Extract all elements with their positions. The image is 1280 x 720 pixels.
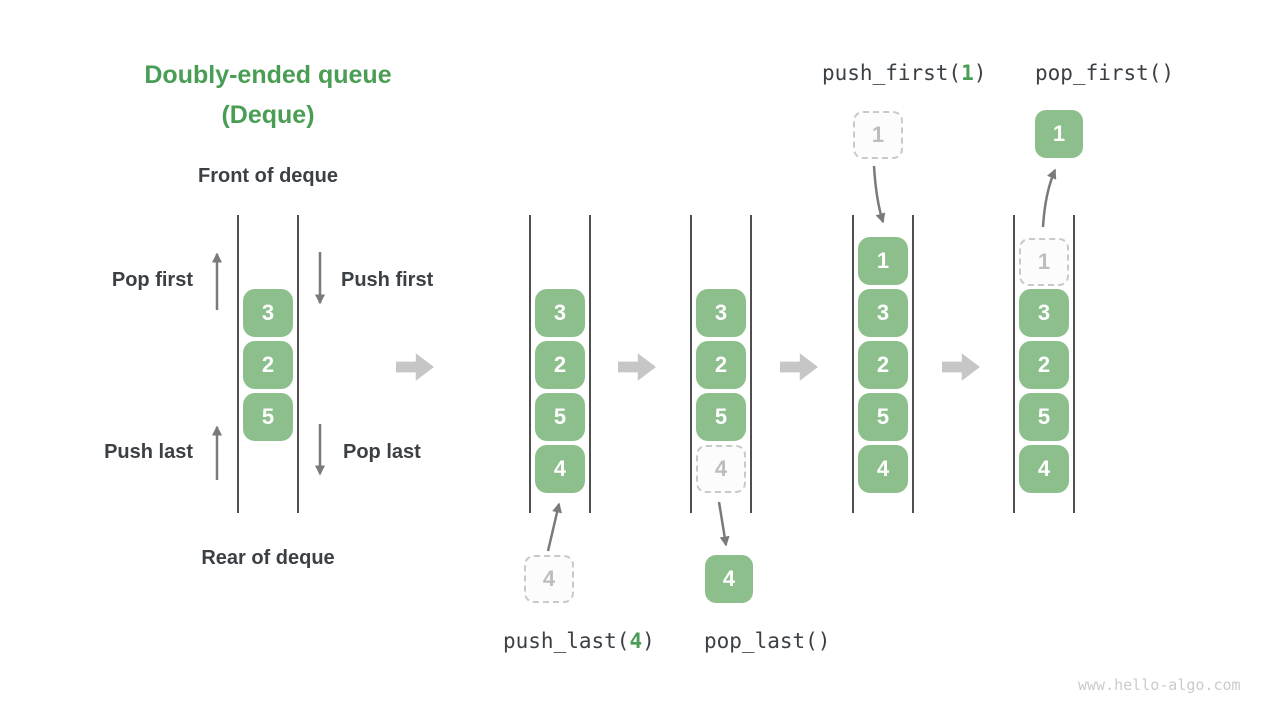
deque-cell: 1 xyxy=(858,237,908,285)
code-arg: 4 xyxy=(629,629,643,653)
deque-cell: 2 xyxy=(1019,341,1069,389)
deque-cell: 5 xyxy=(535,393,585,441)
front-of-deque-label: Front of deque xyxy=(198,165,338,187)
popped-value-cell: 1 xyxy=(1035,110,1083,158)
code-fn: push_first( xyxy=(822,61,962,85)
deque-cell: 5 xyxy=(243,393,293,441)
pop-last-label: Pop last xyxy=(343,441,421,463)
push-first-arrow-icon xyxy=(872,165,886,224)
deque-cell: 3 xyxy=(1019,289,1069,337)
code-arg: 1 xyxy=(961,61,974,85)
push-last-operation-label: push_last(4) xyxy=(503,629,655,653)
page-title-line1: Doubly-ended queue xyxy=(144,61,392,89)
code-close: ) xyxy=(973,61,987,85)
pop-first-label: Pop first xyxy=(111,269,193,291)
push-first-operation-label: push_first(1) xyxy=(822,61,986,85)
deque-cell: 5 xyxy=(1019,393,1069,441)
deque-tube-pop-first xyxy=(1013,215,1075,513)
watermark: www.hello-algo.com xyxy=(1078,676,1241,694)
rear-of-deque-label: Rear of deque xyxy=(201,547,335,569)
deque-tube-initial xyxy=(237,215,299,513)
deque-tube-push-first xyxy=(852,215,914,513)
popped-value-cell: 4 xyxy=(705,555,753,603)
deque-cell: 4 xyxy=(1019,445,1069,493)
arrow-right-icon xyxy=(942,353,980,381)
arrow-right-icon xyxy=(396,353,434,381)
deque-cell: 2 xyxy=(696,341,746,389)
push-first-label: Push first xyxy=(341,269,434,291)
deque-cell: 5 xyxy=(696,393,746,441)
deque-cell: 4 xyxy=(858,445,908,493)
deque-cell: 5 xyxy=(858,393,908,441)
deque-cell: 2 xyxy=(535,341,585,389)
deque-cell: 3 xyxy=(696,289,746,337)
deque-cell: 4 xyxy=(535,445,585,493)
deque-cell: 2 xyxy=(243,341,293,389)
code-fn: push_last( xyxy=(503,629,630,653)
deque-cell: 2 xyxy=(858,341,908,389)
arrow-right-icon xyxy=(780,353,818,381)
push-last-label: Push last xyxy=(104,441,193,463)
pop-last-operation-label: pop_last() xyxy=(704,629,831,653)
deque-cell-ghost: 1 xyxy=(1019,238,1069,286)
arrow-right-icon xyxy=(618,353,656,381)
page-title-line2: (Deque) xyxy=(221,101,315,129)
pop-first-operation-label: pop_first() xyxy=(1035,61,1175,85)
deque-cell: 3 xyxy=(243,289,293,337)
page-title: Doubly-ended queue (Deque) xyxy=(120,55,416,135)
incoming-value-ghost: 4 xyxy=(524,555,574,603)
deque-cell: 3 xyxy=(858,289,908,337)
deque-cell-ghost: 4 xyxy=(696,445,746,493)
deque-tube-pop-last xyxy=(690,215,752,513)
incoming-value-ghost: 1 xyxy=(853,111,903,159)
deque-tube-push-last xyxy=(529,215,591,513)
deque-cell: 3 xyxy=(535,289,585,337)
code-close: ) xyxy=(642,629,655,653)
